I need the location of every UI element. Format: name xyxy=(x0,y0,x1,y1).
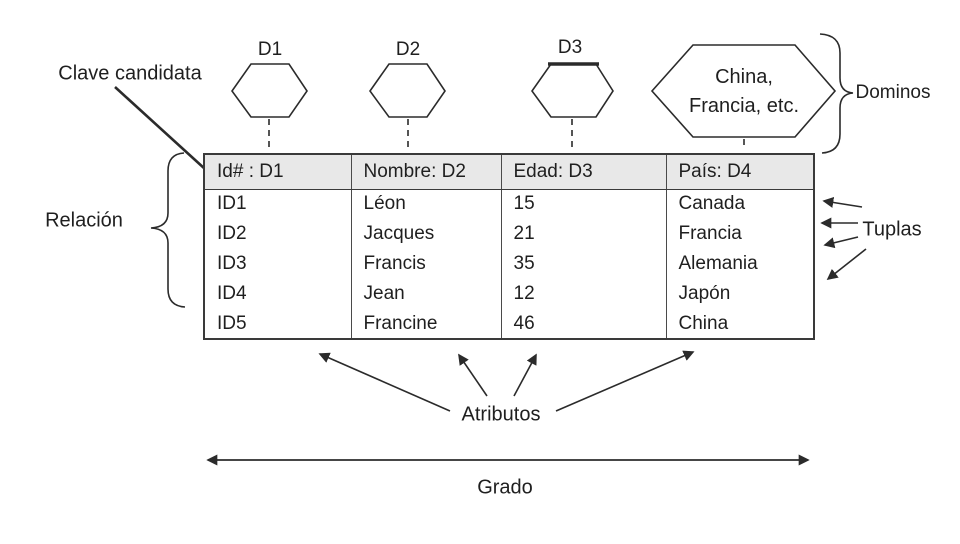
domains-label: Dominos xyxy=(855,82,931,104)
table-cell: 12 xyxy=(500,279,666,309)
domain-d1-label: D1 xyxy=(257,39,283,61)
table-cell: Léon xyxy=(350,189,501,219)
table-cell: ID1 xyxy=(217,193,247,215)
relation-table: Id# : D1 Nombre: D2 Edad: D3 País: D4 ID… xyxy=(203,153,815,340)
tuples-label: Tuplas xyxy=(862,218,922,241)
table-cell: China xyxy=(665,309,814,339)
table-cell: Francine xyxy=(350,309,501,339)
table-cell: 46 xyxy=(500,309,666,339)
domains-brace xyxy=(819,33,854,154)
domain-d3-hexagon xyxy=(531,63,614,118)
table-cell: ID5 xyxy=(217,312,247,334)
column-header-edad: Edad: D3 xyxy=(500,154,666,190)
table-row: ID2 Jacques 21 Francia xyxy=(204,219,814,249)
domain-d2-hexagon xyxy=(369,63,446,118)
relation-brace xyxy=(150,152,186,308)
domain-d4-hexagon xyxy=(650,44,837,138)
table-cell: Canada xyxy=(665,189,814,219)
domain-d4-values-line2: Francia, etc. xyxy=(688,95,800,117)
relation-label: Relación xyxy=(45,209,123,232)
table-cell: ID4 xyxy=(217,283,247,304)
table-row: ID4 Jean 12 Japón xyxy=(204,279,814,309)
header-row: Id# : D1 Nombre: D2 Edad: D3 País: D4 xyxy=(204,154,814,190)
table-cell: ID3 xyxy=(217,253,247,274)
column-header-pais: País: D4 xyxy=(665,154,814,190)
table-cell: Francis xyxy=(350,249,501,279)
candidate-key-pointer-line xyxy=(114,86,206,170)
table-cell: 21 xyxy=(500,219,666,249)
table-cell: Jean xyxy=(350,279,501,309)
attribute-arrow-1 xyxy=(318,352,451,412)
table-cell: Alemania xyxy=(665,249,814,279)
table-cell: 35 xyxy=(500,249,666,279)
tuple-arrow-1 xyxy=(822,197,863,208)
attributes-label: Atributos xyxy=(461,403,541,426)
attribute-arrow-3 xyxy=(513,353,537,397)
attribute-arrow-4 xyxy=(555,350,695,412)
table-cell: Japón xyxy=(665,279,814,309)
domain-d4-values: China, Francia, etc. xyxy=(689,63,799,121)
domain-d4-values-line1: China, xyxy=(715,66,773,88)
table-cell: 15 xyxy=(500,189,666,219)
column-header-id: Id# : D1 xyxy=(204,154,351,190)
domain-d1-hexagon xyxy=(231,63,308,118)
table-cell: Francia xyxy=(665,219,814,249)
domain-d3-label: D3 xyxy=(557,37,583,59)
tuple-arrow-3 xyxy=(823,236,859,249)
degree-label: Grado xyxy=(477,476,533,499)
table-cell: Jacques xyxy=(350,219,501,249)
table-row: ID5 Francine 46 China xyxy=(204,309,814,339)
attribute-arrow-2 xyxy=(458,353,488,397)
candidate-key-label: Clave candidata xyxy=(58,62,202,85)
table-row: ID1 Léon 15 Canada xyxy=(204,189,814,219)
tuple-arrow-4 xyxy=(826,248,867,281)
table-row: ID3 Francis 35 Alemania xyxy=(204,249,814,279)
table-cell: ID2 xyxy=(217,223,247,244)
domain-d2-label: D2 xyxy=(395,39,421,61)
column-header-nombre: Nombre: D2 xyxy=(350,154,501,190)
